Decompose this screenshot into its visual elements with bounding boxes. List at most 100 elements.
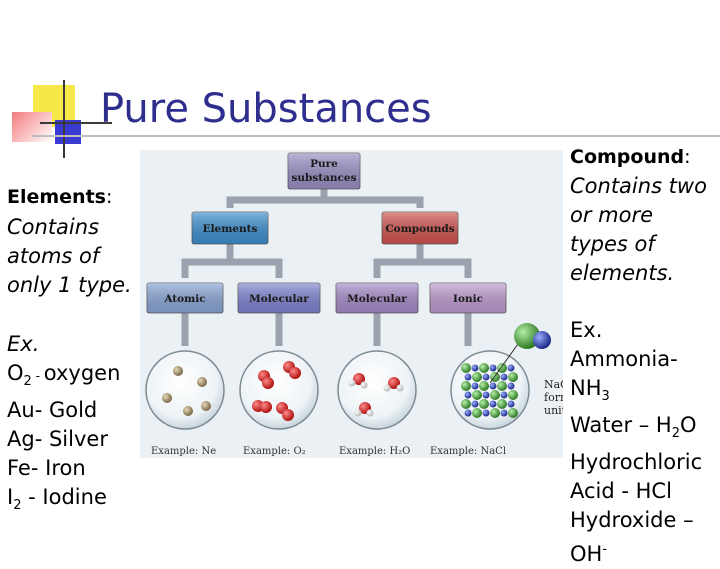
element-name: Iron (45, 456, 86, 481)
element-name: oxygen (43, 361, 121, 385)
sodium-ion (500, 409, 508, 417)
compound-ex-heading: Ex. (570, 318, 603, 342)
element-example: Fe- Iron (7, 454, 120, 483)
chlorine-ion (472, 390, 482, 400)
compound-definition-line: elements. (570, 261, 675, 285)
compounds-box-label: Compounds (385, 223, 454, 235)
chlorine-ion (508, 408, 518, 418)
elements-definition-line: only 1 type. (7, 273, 132, 297)
element-molecular-box: Molecular (237, 282, 321, 314)
sodium-ion (482, 373, 490, 381)
compound-heading-word: Compound (570, 146, 685, 168)
element-symbol: O (7, 361, 24, 385)
chlorine-ion (490, 390, 500, 400)
oh-superscript: - (602, 542, 608, 558)
slide-title: Pure Substances (100, 86, 432, 132)
nacl-lattice (461, 363, 518, 418)
sodium-ion (464, 373, 472, 381)
element-sep: - (30, 456, 46, 481)
oxygen-atom (289, 367, 301, 379)
element-name: Iodine (42, 485, 107, 510)
water-molecule (383, 377, 404, 392)
example-label-nacl: Example: NaCl (430, 446, 506, 457)
compound-heading: Compound: (570, 143, 691, 172)
ionic-box-shade (430, 283, 506, 313)
compound-definition: Contains two or more types of elements. (570, 172, 707, 288)
compound-definition-line: or more (570, 203, 654, 227)
chlorine-ion (497, 381, 507, 391)
pure-substances-diagram: Pure substances Elements Compounds Atomi… (140, 150, 563, 458)
compound-example-hcl-line1: Hydrochloric (570, 450, 703, 475)
root-box-label-2: substances (291, 172, 356, 184)
compounds-box: Compounds (381, 211, 459, 245)
elements-box-shade (192, 212, 268, 244)
oxygen-atom (282, 409, 294, 421)
sodium-ion (471, 364, 479, 372)
water-molecule (348, 373, 368, 389)
compound-definition-line: Contains two (570, 174, 707, 198)
compound-example-oh: OH- (570, 535, 702, 569)
sodium-ion (489, 364, 497, 372)
nacl-label-2: formula (544, 391, 563, 404)
compound-example-nh3: NH3 (570, 374, 702, 411)
compounds-box-shade (382, 212, 458, 244)
elements-box-label: Elements (203, 223, 258, 235)
atomic-box: Atomic (146, 282, 224, 314)
chlorine-ion (479, 381, 489, 391)
sodium-ion (507, 400, 515, 408)
atomic-example-glass (145, 350, 225, 430)
oxygen-example-glass (239, 350, 319, 430)
nacl-example-glass (450, 350, 530, 430)
element-symbol: I (7, 485, 14, 510)
chlorine-ion (497, 399, 507, 409)
elements-examples-list: O2 - oxygen Au- Gold Ag- Silver Fe- Iron… (7, 359, 120, 520)
elements-heading-word: Elements (7, 186, 106, 208)
atomic-example-circle (145, 350, 225, 430)
water-tail: O (680, 413, 697, 438)
compound-example-hcl-line2: Acid - HCl (570, 479, 672, 504)
element-subscript: 2 (23, 374, 32, 390)
oxygen-atom (262, 377, 274, 389)
oh-main: OH (570, 542, 603, 567)
ionic-box: Ionic (429, 282, 507, 314)
compound-molecular-box-label: Molecular (347, 293, 407, 305)
logo-blue-square (55, 120, 81, 144)
atomic-box-label: Atomic (163, 293, 205, 305)
ionic-box-label: Ionic (453, 293, 483, 305)
element-name: Silver (48, 427, 108, 452)
diagram-connectors (181, 189, 472, 346)
element-sep: - (34, 427, 49, 452)
logo-vertical-line (63, 80, 65, 158)
compound-example-water: Water – H2O (570, 411, 702, 448)
chlorine-ion (479, 399, 489, 409)
element-example: I2 - Iodine (7, 483, 120, 520)
element-example: Ag- Silver (7, 425, 120, 454)
element-example: O2 - oxygen (7, 359, 120, 396)
water-example-circle (337, 350, 417, 430)
elements-heading-colon: : (105, 186, 113, 208)
compound-heading-colon: : (684, 146, 691, 168)
sodium-ion (482, 391, 490, 399)
sodium-ion (507, 364, 515, 372)
logo-red-square (12, 112, 52, 142)
sodium-ion (489, 382, 497, 390)
water-subscript: 2 (671, 426, 680, 442)
element-sep: - (31, 369, 44, 383)
sodium-ion (489, 400, 497, 408)
elements-heading: Elements: (7, 183, 112, 212)
sodium-ion-zoom (533, 331, 551, 349)
compound-examples: Ex. Ammonia- NH3 Water – H2O Hydrochlori… (570, 316, 702, 569)
chlorine-ion (461, 363, 471, 373)
compound-definition-line: types of (570, 232, 655, 256)
element-sep: - (21, 485, 43, 510)
sodium-ion (471, 382, 479, 390)
sodium-ion (507, 382, 515, 390)
nh3-subscript: 3 (601, 389, 610, 405)
water-molecule (354, 402, 374, 417)
example-label-ne: Example: Ne (151, 446, 216, 457)
example-label-h2o: Example: H₂O (339, 446, 410, 457)
sodium-ion (482, 409, 490, 417)
sodium-ion (500, 373, 508, 381)
chlorine-ion (472, 408, 482, 418)
arrow-root-compounds (320, 189, 424, 208)
